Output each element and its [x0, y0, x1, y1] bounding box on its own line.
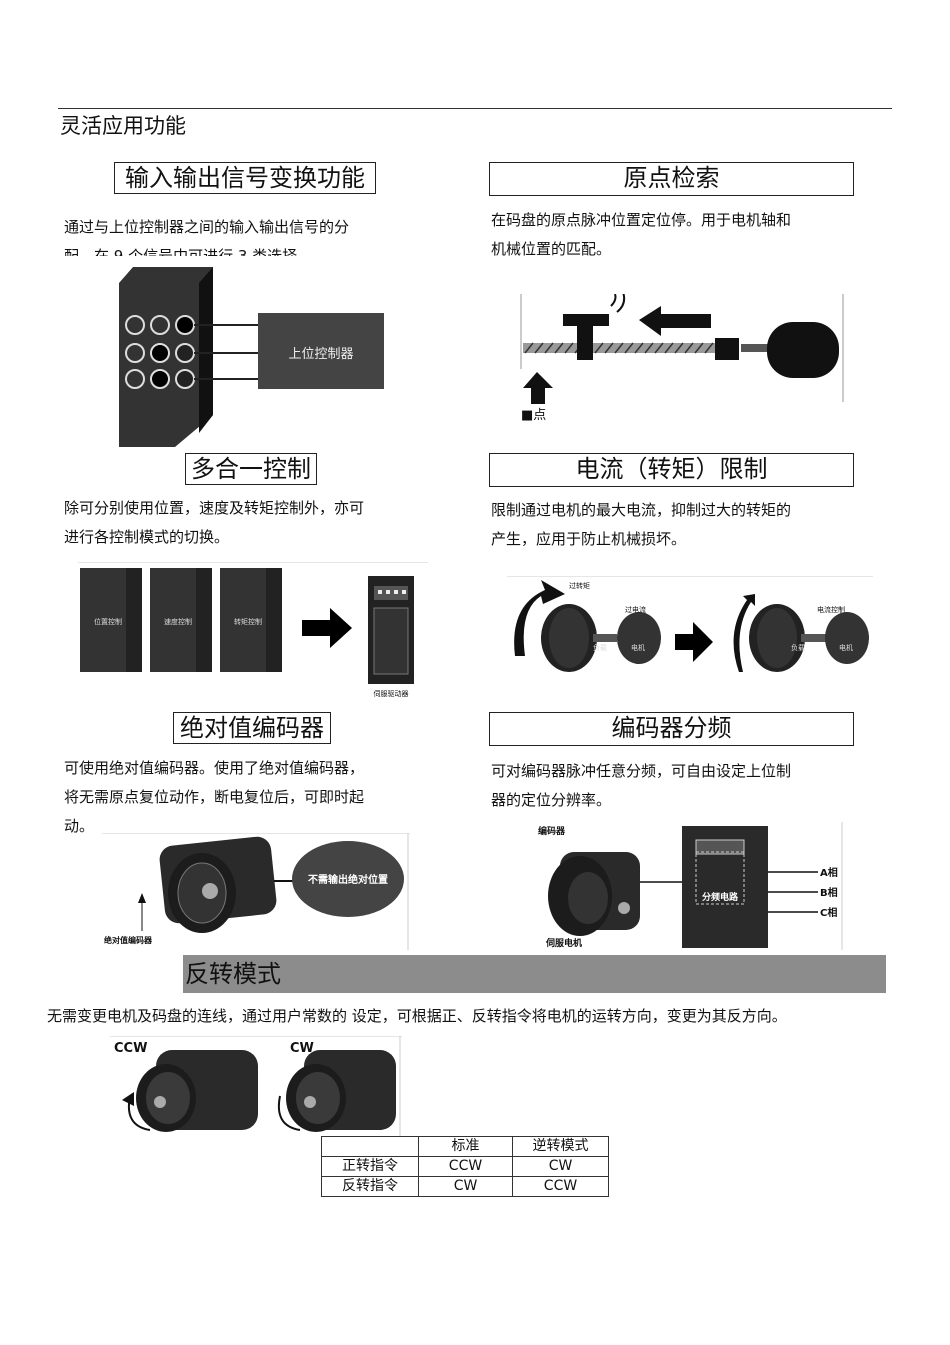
io-text-line2: 配，在 9 个信号中可进行 3 类选择。: [64, 247, 313, 256]
over-current-label: 过电流: [625, 605, 646, 614]
origin-text-line2: 机械位置的匹配。: [491, 240, 612, 258]
divider-description: 可对编码器脉冲任意分频，可自由设定上位制 器的定位分辨率。: [491, 757, 791, 815]
phase-b-label: B相: [820, 886, 838, 899]
reverse-diagram: CCW CW: [110, 1036, 402, 1136]
torque-control-label: 转矩控制: [234, 617, 262, 626]
divider-text-line1: 可对编码器脉冲任意分频，可自由设定上位制: [491, 762, 792, 780]
multi-diagram: 位置控制 速度控制 转矩控制 伺服驱动器: [78, 562, 428, 702]
origin-diagram: ■点: [519, 294, 845, 424]
table-cell: CW: [512, 1156, 609, 1177]
table-header-cell: 逆转模式: [512, 1136, 609, 1157]
reverse-mode-table: 标准 逆转模式 正转指令 CCW CW 反转指令 CW CCW: [321, 1136, 609, 1197]
torque-description: 限制通过电机的最大电流，抑制过大的转矩的 产生，应用于防止机械损坏。: [491, 496, 791, 554]
speed-control-label: 速度控制: [164, 617, 192, 626]
load-label-1: 负载: [593, 643, 607, 652]
multi-text-line1: 除可分别使用位置，速度及转矩控制外，亦可: [64, 499, 365, 517]
current-control-label: 电流控制: [817, 605, 845, 614]
multi-text-line2: 进行各控制模式的切换。: [64, 528, 230, 546]
motor-label-1: 电机: [631, 643, 645, 652]
servo-driver-label: 伺服驱动器: [374, 689, 409, 698]
multi-description: 除可分别使用位置，速度及转矩控制外，亦可 进行各控制模式的切换。: [64, 494, 364, 552]
document-title: 灵活应用功能: [60, 114, 186, 138]
torque-diagram: 过转矩 负载 电机 过电流 电流控制 负载 电机: [507, 576, 873, 680]
absenc-section-title: 绝对值编码器: [173, 712, 331, 744]
encoder-label: 编码器: [538, 825, 566, 837]
absenc-text-line1: 可使用绝对值编码器。使用了绝对值编码器，: [64, 759, 365, 777]
cw-label: CW: [290, 1041, 314, 1056]
io-diagram: 上位控制器: [113, 265, 393, 447]
absenc-diagram: 不需输出绝对位置 绝对值编码器: [102, 833, 410, 950]
divider-text-line2: 器的定位分辨率。: [491, 791, 612, 809]
host-controller-label: 上位控制器: [288, 347, 353, 362]
over-torque-label: 过转矩: [569, 581, 590, 590]
divider-circuit-label: 分频电路: [702, 891, 739, 903]
table-cell: CW: [418, 1176, 513, 1197]
absenc-text-line3: 动。: [64, 817, 95, 835]
io-section-title: 输入输出信号变换功能: [114, 162, 376, 194]
position-control-label: 位置控制: [94, 617, 122, 626]
torque-section-title: 电流（转矩）限制: [489, 453, 854, 487]
io-description: 通过与上位控制器之间的输入输出信号的分 配，在 9 个信号中可进行 3 类选择。: [64, 213, 349, 256]
table-cell: 正转指令: [321, 1156, 419, 1177]
servo-motor-label: 伺服电机: [545, 937, 582, 949]
torque-text-line1: 限制通过电机的最大电流，抑制过大的转矩的: [491, 501, 792, 519]
phase-c-label: C相: [820, 906, 837, 919]
absenc-description: 可使用绝对值编码器。使用了绝对值编码器， 将无需原点复位动作，断电复位后，可即时…: [64, 754, 364, 841]
divider-section-title: 编码器分频: [489, 712, 854, 746]
io-text-line1: 通过与上位控制器之间的输入输出信号的分: [64, 218, 350, 236]
table-header-cell: 标准: [418, 1136, 513, 1157]
phase-a-label: A相: [820, 866, 838, 879]
reverse-description: 无需变更电机及码盘的连线，通过用户常数的 设定，可根据正、反转指令将电机的运转方…: [47, 1007, 787, 1025]
ccw-label: CCW: [114, 1041, 147, 1056]
table-header-row: 标准 逆转模式: [321, 1136, 609, 1157]
origin-point-label: ■点: [521, 408, 546, 423]
table-row: 正转指令 CCW CW: [321, 1156, 609, 1177]
origin-description: 在码盘的原点脉冲位置定位停。用于电机轴和 机械位置的匹配。: [491, 206, 791, 264]
origin-section-title: 原点检索: [489, 162, 854, 196]
top-rule: [58, 108, 892, 109]
multi-section-title: 多合一控制: [185, 453, 317, 485]
origin-text-line1: 在码盘的原点脉冲位置定位停。用于电机轴和: [491, 211, 792, 229]
absenc-text-line2: 将无需原点复位动作，断电复位后，可即时起: [64, 788, 365, 806]
table-row: 反转指令 CW CCW: [321, 1176, 609, 1197]
no-output-abs-position-label: 不需输出绝对位置: [308, 873, 388, 886]
table-cell: 反转指令: [321, 1176, 419, 1197]
table-cell: CCW: [418, 1156, 513, 1177]
load-label-2: 负载: [791, 643, 805, 652]
reverse-section-title: 反转模式: [183, 955, 886, 993]
abs-encoder-label: 绝对值编码器: [104, 935, 153, 945]
motor-label-2: 电机: [839, 643, 853, 652]
table-cell: CCW: [512, 1176, 609, 1197]
table-header-cell: [321, 1136, 419, 1157]
divider-diagram: 编码器 分频电路 A相 B相 C相 伺服电机: [536, 822, 846, 950]
torque-text-line2: 产生，应用于防止机械损坏。: [491, 530, 687, 548]
